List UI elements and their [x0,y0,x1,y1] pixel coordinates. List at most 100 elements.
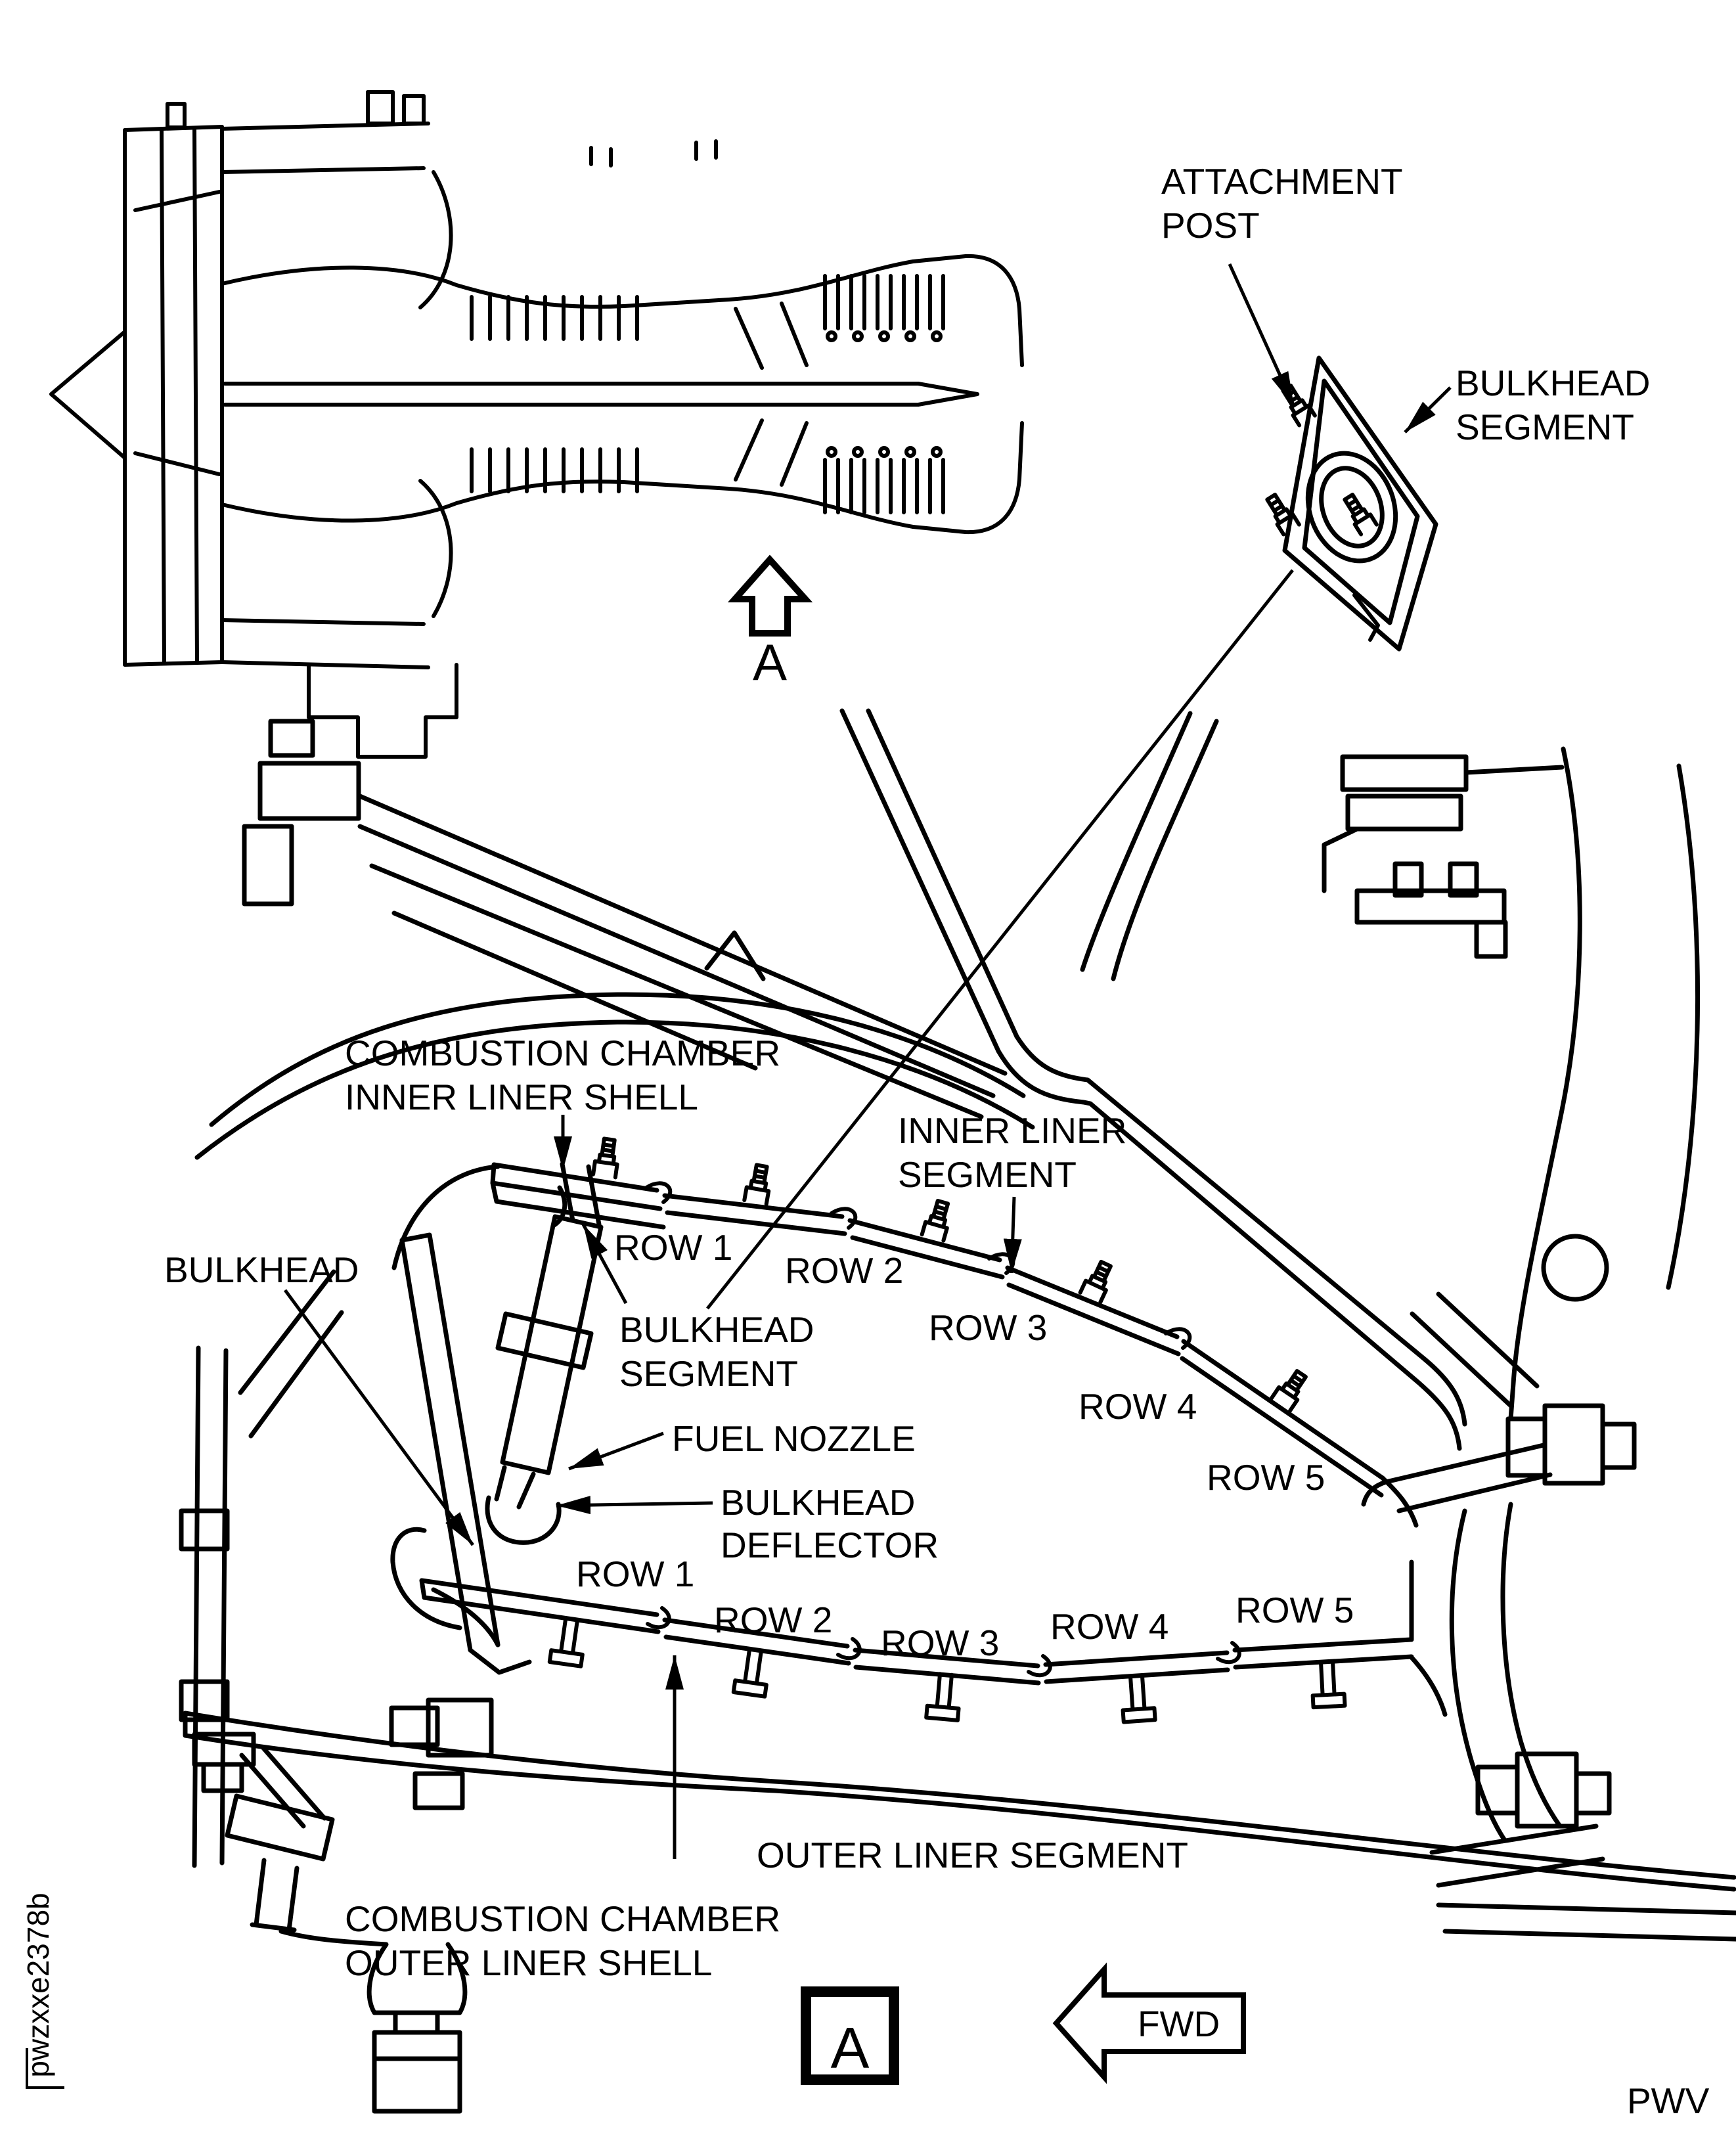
fuel-nozzle-leader [568,1431,664,1471]
bulkhead-deflector-label-line2: DEFLECTOR [721,1525,939,1565]
bulkhead-deflector-label-line1: BULKHEAD [721,1482,915,1523]
bulkhead-segment-detail-part [1265,355,1438,652]
fan-blade-lines [133,126,221,665]
inner-liner-row4-segment [1005,1265,1181,1356]
outer-liner-segment-label: OUTER LINER SEGMENT [757,1835,1188,1875]
outer-liner-joint [1027,1654,1052,1678]
inner-liner-segment-label-line1: INNER LINER [898,1110,1126,1151]
inner-row5-label: ROW 5 [1207,1457,1325,1498]
outer-row5-label: ROW 5 [1235,1590,1354,1630]
inner-liner-joint [1164,1327,1192,1350]
inner-liner-assembly [490,1136,1419,1528]
nozzle-hole-inner [1319,466,1385,549]
figure-code-bracket [26,2048,64,2089]
liner-attachment-post [1269,1369,1308,1413]
fan-case-bosses [166,90,426,129]
fuel-nozzle-label: FUEL NOZZLE [672,1418,916,1459]
liner-attachment-post [742,1163,771,1206]
bulkhead-plate [399,1232,532,1675]
outer-liner-row2-segment [662,1617,851,1666]
fwd-label: FWD [1138,2004,1220,2044]
outer-liner-row3-segment [853,1647,1041,1686]
liner-attachment-post [1078,1259,1113,1305]
view-a-direction: A [727,554,813,691]
fwd-left-arrow-icon [1052,1962,1246,2084]
case-flange-blocks [1340,754,1508,959]
vane-mount-bolts-lower [1475,1751,1612,1829]
inner-row2-label: ROW 2 [785,1250,903,1291]
bypass-duct-walls [220,122,430,669]
front-support-cone [238,1269,344,1439]
outer-row2-label: ROW 2 [714,1600,832,1640]
outer-liner-row4-segment [1043,1650,1230,1684]
inner-liner-shell-arc-inner [194,1019,1035,1160]
bulkhead-segment-detail-leader [1404,386,1452,434]
segment-plate-outer [1282,355,1438,652]
inner-liner-segment-leader [1003,1196,1022,1274]
spinner-cone [49,330,127,460]
inner-liner-front-rail [490,1162,666,1230]
outer-liner-hanger [731,1647,768,1699]
leader-lines [283,263,1452,1859]
inner-row3-label: ROW 3 [929,1307,1047,1348]
inner-liner-joint [987,1252,1015,1275]
bottom-mount-cylinder [372,2030,462,2114]
combustion-chamber-cross-section [179,708,1736,2114]
outer-row4-label: ROW 4 [1050,1606,1168,1647]
view-a-box-letter: A [831,2015,870,2080]
view-a-letter: A [753,633,787,691]
inner-row1-label: ROW 1 [614,1227,732,1268]
turbine-blades-upper [823,274,945,330]
bulkhead-deflector-cup [485,1495,562,1545]
compressor-blades-upper [470,295,639,341]
outer-liner-hanger [547,1617,585,1668]
case-flange-hook [1322,765,1565,893]
cowl-upper-lip [391,1164,501,1270]
vane-mount-bolts-upper [1410,1291,1637,1486]
outer-liner-hanger [924,1672,961,1722]
attachment-post-leader [1228,263,1296,407]
nozzle-hole-outer [1305,451,1398,564]
attachment-post-stud [1265,493,1301,537]
bottom-left-flange-steps [192,1732,256,1793]
publisher-code: PWV [1627,2080,1710,2121]
case-boss [1541,1234,1609,1302]
case-strut-right-leg [1080,711,1219,981]
case-strut-left-leg [839,708,1019,1054]
bulkhead-segment-detail-label-line1: BULKHEAD [1456,363,1650,403]
diffuser-rib-peak [704,930,766,981]
core-upper-contour [220,254,1024,367]
outer-liner-hanger [1310,1659,1347,1710]
bulkhead-segment-hook [550,1185,568,1228]
inner-liner-aft-end [1380,1475,1419,1528]
inner-liner-row5-segment [1180,1339,1385,1498]
detail-reference-line [706,569,1294,1310]
labels: ATTACHMENT POST BULKHEAD SEGMENT COMBUST… [164,161,1650,1983]
outer-liner-joint [1216,1641,1241,1665]
figure-code: pwzxxe2378b [21,1892,55,2077]
inner-liner-joint [644,1181,673,1204]
bulkhead-segment-label-line2: SEGMENT [619,1353,798,1394]
bulkhead-leader [283,1289,475,1546]
vane-inner-platform [1361,1443,1553,1513]
outer-case-right-wall [1508,746,1582,1422]
borescope-ticks [589,139,718,168]
fuel-nozzle-body [500,1214,604,1475]
liner-attachment-post [920,1198,950,1243]
fuel-nozzle-tip [494,1465,536,1510]
turbine-blades-lower [823,458,945,514]
bottom-mount-pin [393,2010,440,2035]
outer-liner-row5-segment [1232,1637,1414,1670]
bulkhead-segment-label-line1: BULKHEAD [619,1309,814,1350]
core-lower-contour [220,421,1024,535]
turbine-blade-dampers [826,330,943,458]
attachment-post-stud [1343,493,1379,537]
engine-overview [49,90,1024,759]
outer-shell-label-line2: OUTER LINER SHELL [345,1942,712,1983]
outer-liner-assembly [419,1559,1448,1724]
inner-liner-row2-segment [662,1193,847,1236]
footer-marks: A FWD pwzxxe2378b PWV [21,1892,1710,2121]
inner-liner-joint [830,1207,858,1230]
